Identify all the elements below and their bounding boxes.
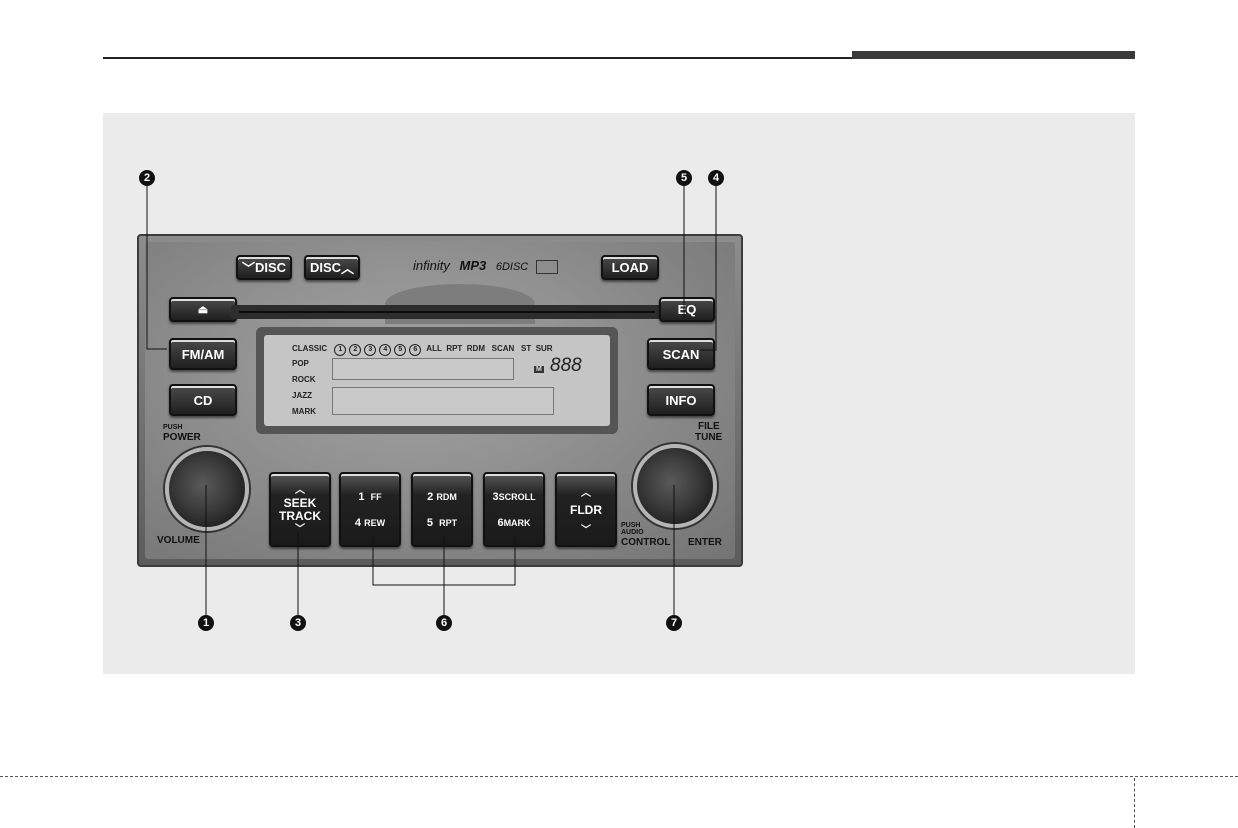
callout-6: 6 bbox=[436, 615, 452, 631]
footer-dashed-rule bbox=[0, 776, 1238, 777]
callout-1: 1 bbox=[198, 615, 214, 631]
callout-4: 4 bbox=[708, 170, 724, 186]
callout-2: 2 bbox=[139, 170, 155, 186]
footer-dashed-divider bbox=[1134, 778, 1135, 828]
callout-7: 7 bbox=[666, 615, 682, 631]
callout-5: 5 bbox=[676, 170, 692, 186]
callout-3: 3 bbox=[290, 615, 306, 631]
